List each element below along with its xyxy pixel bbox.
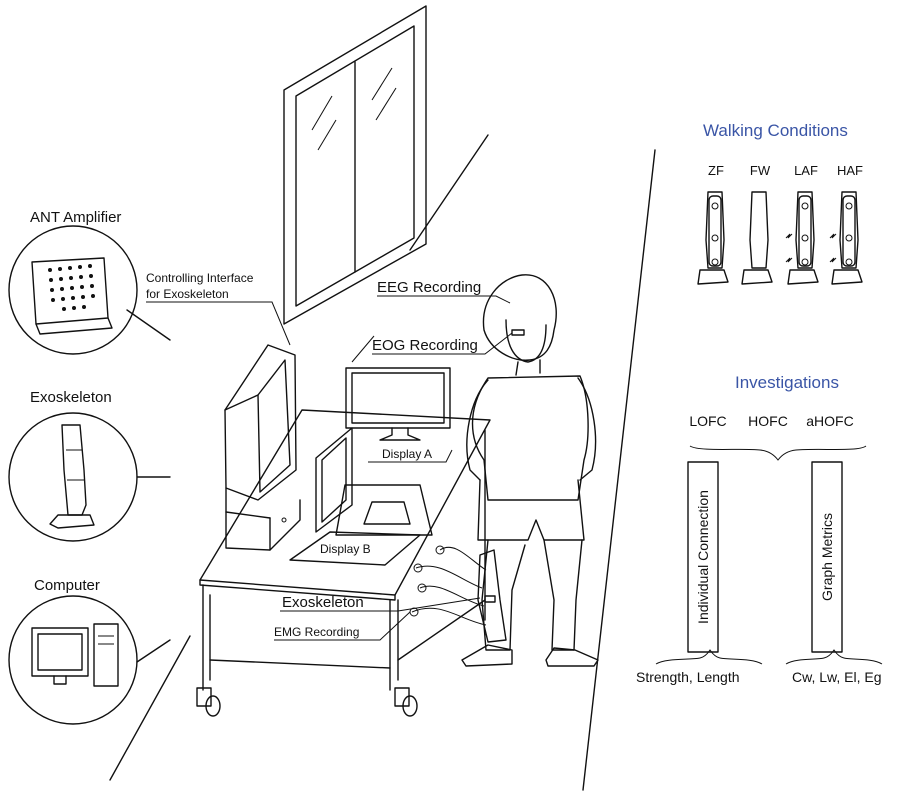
individual-connection-label: Individual Connection bbox=[695, 490, 711, 624]
investigations-brace bbox=[689, 445, 867, 461]
strength-length-caption: Strength, Length bbox=[636, 669, 740, 685]
eeg-recording-label: EEG Recording bbox=[377, 279, 481, 296]
exoskeleton-title: Exoskeleton bbox=[30, 389, 112, 406]
condition-label: LAF bbox=[794, 163, 818, 178]
shoe-icon bbox=[787, 269, 819, 285]
investigation-ahofc: aHOFC bbox=[806, 413, 853, 429]
panel-divider bbox=[582, 149, 656, 791]
leg-icon bbox=[749, 191, 769, 269]
graph-metric-caption: Cw, Lw, El, Eg bbox=[792, 669, 881, 685]
individual-connection-box: Individual Connection bbox=[687, 461, 719, 653]
leg-icon bbox=[839, 191, 859, 269]
exoskeleton-circle bbox=[8, 412, 171, 542]
wall-corner-upper bbox=[409, 134, 489, 251]
walking-conditions-title: Walking Conditions bbox=[703, 121, 848, 140]
joint-icon bbox=[845, 234, 853, 242]
display-b bbox=[289, 427, 433, 566]
table bbox=[196, 409, 491, 717]
force-bolt-icon bbox=[785, 233, 793, 239]
joint-icon bbox=[711, 258, 719, 266]
shoe-icon bbox=[741, 269, 773, 285]
walking-conditions: ZF FW LAF HAF bbox=[697, 163, 863, 285]
computer-title: Computer bbox=[34, 577, 100, 594]
leg-icon bbox=[795, 191, 815, 269]
subject-figure bbox=[461, 274, 599, 667]
left-brace bbox=[655, 649, 763, 665]
force-bolt-icon bbox=[829, 233, 837, 239]
condition-label: HAF bbox=[837, 163, 863, 178]
exoskeleton-brace-icon bbox=[708, 195, 722, 267]
force-bolt-icon bbox=[785, 257, 793, 263]
joint-icon bbox=[711, 202, 719, 210]
joint-icon bbox=[845, 202, 853, 210]
exoskeleton-scene-label: Exoskeleton bbox=[282, 594, 364, 611]
joint-icon bbox=[845, 258, 853, 266]
investigation-items: LOFC HOFC aHOFC bbox=[689, 413, 853, 429]
shoe-icon bbox=[831, 269, 863, 285]
shoe-icon bbox=[697, 269, 729, 285]
joint-icon bbox=[801, 234, 809, 242]
investigations-title: Investigations bbox=[735, 373, 839, 392]
controlling-interface-label: Controlling Interface bbox=[146, 271, 254, 285]
joint-icon bbox=[711, 234, 719, 242]
force-bolt-icon bbox=[829, 257, 837, 263]
condition-haf: HAF bbox=[829, 163, 863, 285]
computer-circle bbox=[8, 595, 171, 725]
graph-metrics-box: Graph Metrics bbox=[811, 461, 843, 653]
right-brace bbox=[785, 649, 883, 665]
emg-electrodes bbox=[409, 545, 487, 626]
joint-icon bbox=[801, 258, 809, 266]
investigation-lofc: LOFC bbox=[689, 413, 726, 429]
condition-label: FW bbox=[750, 163, 771, 178]
eog-recording-label: EOG Recording bbox=[372, 337, 478, 354]
condition-laf: LAF bbox=[785, 163, 819, 285]
emg-recording-label: EMG Recording bbox=[274, 625, 359, 639]
exoskeleton-brace-icon bbox=[798, 195, 812, 267]
controlling-interface-computer bbox=[224, 344, 301, 551]
display-b-label: Display B bbox=[320, 542, 371, 556]
condition-label: ZF bbox=[708, 163, 724, 178]
investigation-hofc: HOFC bbox=[748, 413, 788, 429]
window bbox=[283, 5, 427, 325]
exoskeleton-brace-icon bbox=[842, 195, 856, 267]
amplifier-title: ANT Amplifier bbox=[30, 209, 121, 226]
display-a-label: Display A bbox=[382, 447, 432, 461]
condition-zf: ZF bbox=[697, 163, 729, 285]
condition-fw: FW bbox=[741, 163, 773, 285]
display-a bbox=[345, 367, 451, 441]
amplifier-circle bbox=[8, 225, 171, 355]
graph-metrics-label: Graph Metrics bbox=[819, 513, 835, 601]
leg-icon bbox=[705, 191, 725, 269]
wall-corner-lower bbox=[109, 635, 191, 781]
joint-icon bbox=[801, 202, 809, 210]
for-exoskeleton-label: for Exoskeleton bbox=[146, 287, 229, 301]
